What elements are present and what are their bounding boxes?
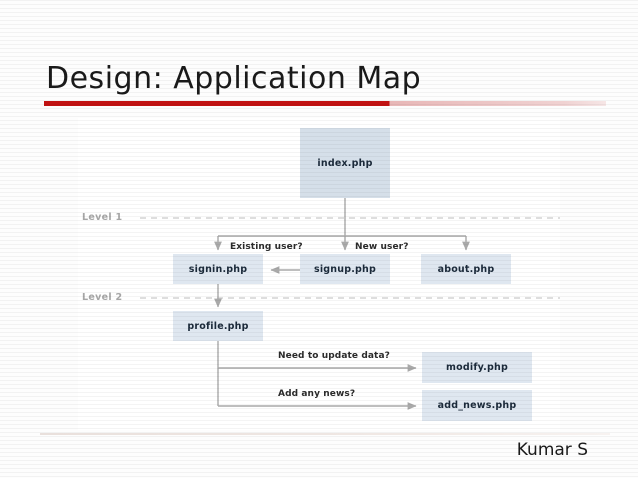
edge-label-existing-user: Existing user? <box>230 242 303 252</box>
node-signup-php[interactable]: signup.php <box>300 254 390 284</box>
edge-label-update-data: Need to update data? <box>278 351 390 361</box>
node-modify-php[interactable]: modify.php <box>422 352 532 383</box>
application-map-diagram: Level 1 Level 2 index.php signin.php sig… <box>78 118 560 430</box>
node-signin-php[interactable]: signin.php <box>173 254 263 284</box>
diagram-connector-lines <box>140 198 560 410</box>
page-title: Design: Application Map <box>46 61 422 96</box>
node-add-news-php[interactable]: add_news.php <box>422 390 532 421</box>
node-about-php[interactable]: about.php <box>421 254 511 284</box>
level-label-1: Level 1 <box>82 212 123 223</box>
footer-author: Kumar S <box>516 440 588 460</box>
level-label-2: Level 2 <box>82 292 123 303</box>
footer-divider <box>40 433 610 435</box>
edge-label-new-user: New user? <box>355 242 409 252</box>
edge-label-add-news: Add any news? <box>278 389 356 399</box>
title-underline-rule <box>44 101 606 106</box>
node-profile-php[interactable]: profile.php <box>173 311 263 341</box>
node-index-php[interactable]: index.php <box>300 128 390 198</box>
